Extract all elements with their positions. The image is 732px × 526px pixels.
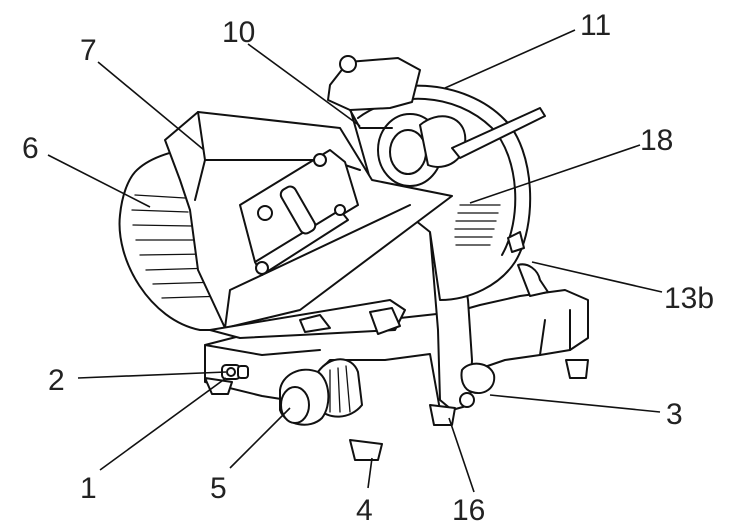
leader-4: [367, 457, 373, 489]
callout-10: 10: [222, 16, 255, 49]
blade-guard-knob: [419, 115, 467, 168]
callout-7: 7: [80, 34, 97, 67]
callout-labels: 1 2 3 4 5 6 7 10 11 13b 16 18: [22, 9, 714, 526]
off-switch: [237, 365, 249, 379]
callout-13b: 13b: [664, 282, 714, 315]
slicer-body: [118, 55, 589, 461]
leader-18: [469, 144, 641, 204]
callout-1: 1: [80, 472, 97, 505]
leader-3: [489, 394, 661, 413]
leader-2: [77, 371, 227, 379]
rear-right-foot: [565, 359, 589, 379]
callout-11: 11: [580, 9, 611, 42]
callout-16: 16: [452, 494, 485, 526]
blade-surface-lines: [454, 204, 501, 246]
leader-lines: [47, 29, 663, 493]
center-foot: [429, 404, 456, 426]
sharpener-rod: [451, 107, 546, 159]
leader-11: [444, 29, 576, 89]
callout-18: 18: [640, 124, 673, 157]
leader-6: [47, 154, 151, 208]
leader-7: [97, 61, 205, 151]
leader-10: [247, 43, 361, 127]
leader-5: [229, 407, 291, 469]
callout-6: 6: [22, 132, 39, 165]
callout-2: 2: [48, 364, 65, 397]
leader-1: [99, 377, 227, 471]
front-foot: [349, 439, 383, 461]
leader-16: [448, 417, 475, 493]
leader-13b: [531, 261, 663, 293]
front-left-foot: [204, 377, 233, 395]
callout-4: 4: [356, 494, 373, 526]
callout-5: 5: [210, 472, 227, 505]
carriage-lock-knob: [460, 362, 496, 394]
callout-3: 3: [666, 398, 683, 431]
